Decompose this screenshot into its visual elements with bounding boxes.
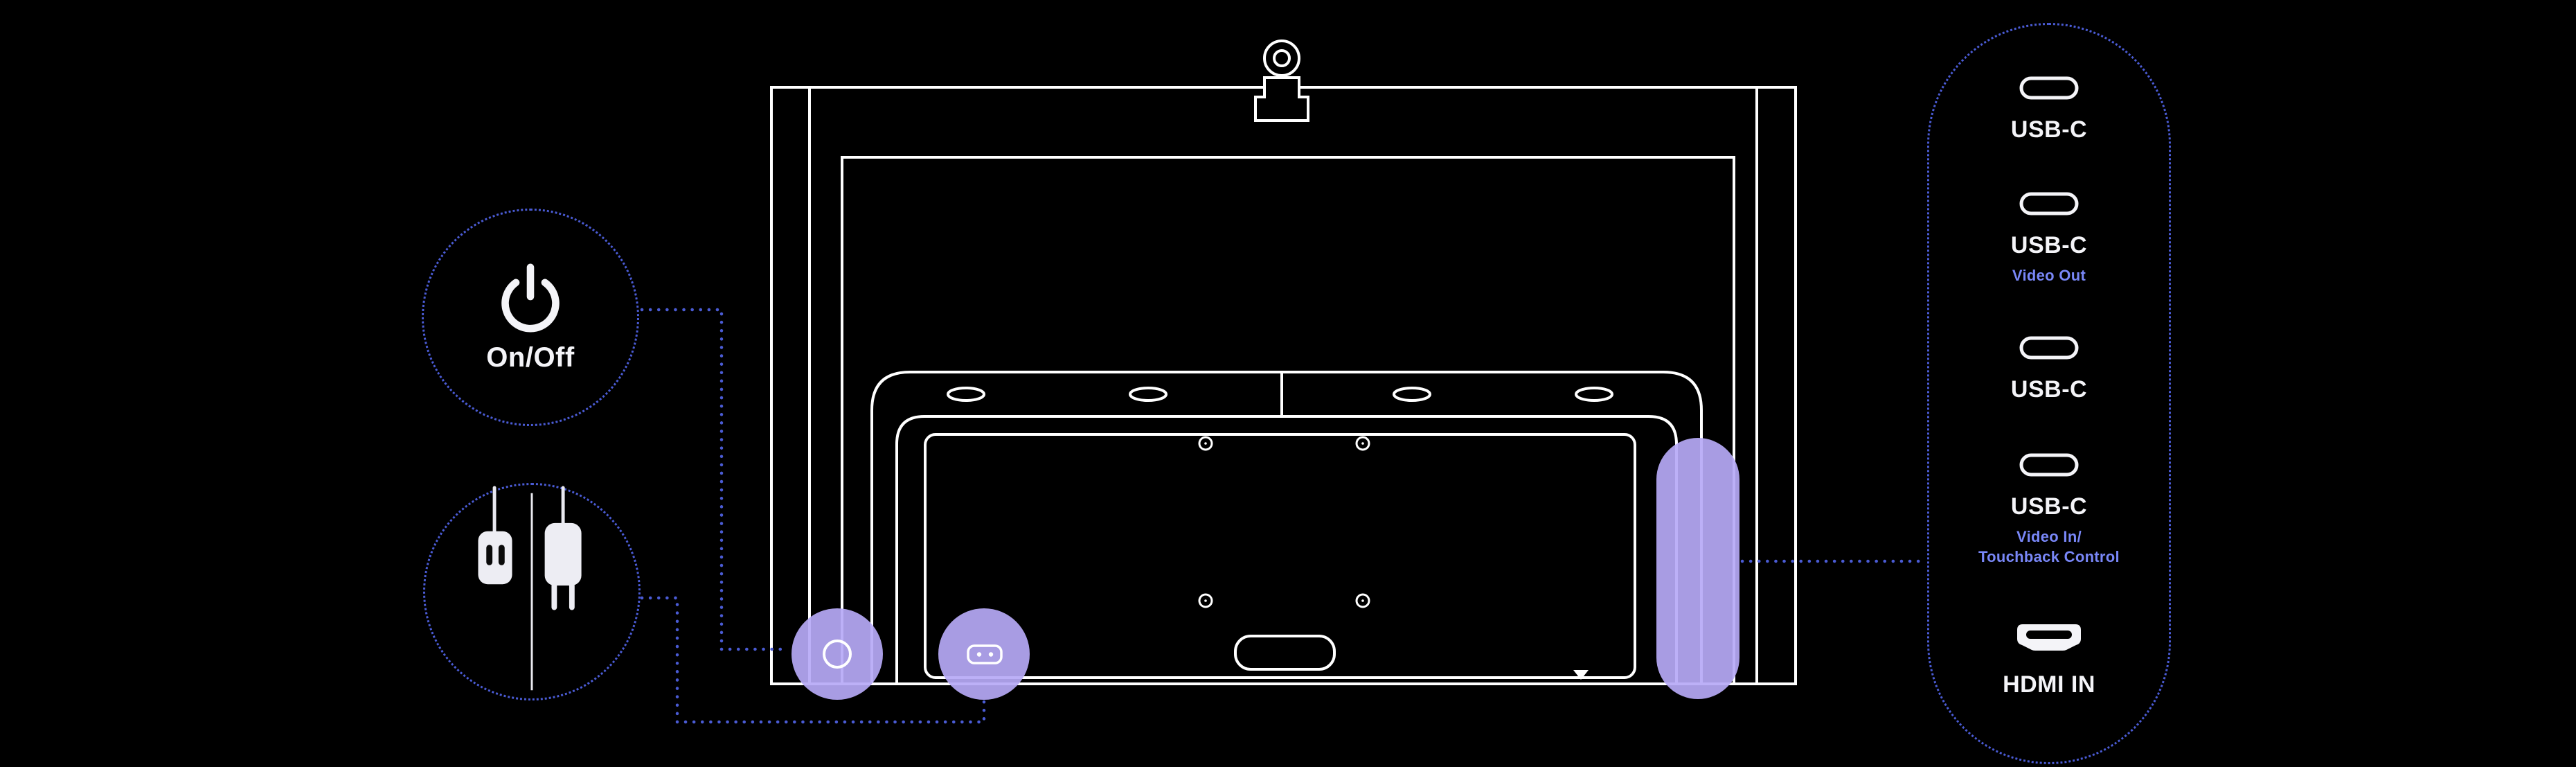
port-label: USB-C bbox=[2010, 232, 2088, 258]
port-sublabel: Video In/ Touchback Control bbox=[1978, 528, 2120, 565]
usb-c-port-icon bbox=[1929, 76, 2169, 100]
usb-c-port-icon bbox=[1929, 453, 2169, 477]
camera-icon bbox=[1254, 39, 1309, 122]
cable-connector-line bbox=[640, 596, 986, 724]
mounting-slots bbox=[947, 387, 1613, 402]
power-label: On/Off bbox=[486, 342, 575, 373]
port-label: USB-C bbox=[2010, 116, 2088, 143]
port-item-usb-c-2: USB-C Video Out bbox=[1929, 192, 2169, 286]
port-label: USB-C bbox=[2010, 376, 2088, 403]
rear-port-highlight bbox=[938, 608, 1030, 700]
coupler-plug-icon bbox=[478, 486, 512, 585]
power-callout: On/Off bbox=[422, 209, 639, 426]
usb-c-port-icon bbox=[1929, 192, 2169, 215]
port-item-hdmi: HDMI IN bbox=[1929, 621, 2169, 698]
power-cables-icon bbox=[478, 486, 582, 691]
port-item-usb-c-4: USB-C Video In/ Touchback Control bbox=[1929, 453, 2169, 567]
power-icon bbox=[501, 263, 560, 332]
port-item-usb-c-3: USB-C bbox=[1929, 336, 2169, 403]
power-button-highlight bbox=[791, 608, 883, 700]
hdmi-port-icon bbox=[1929, 621, 2169, 655]
power-connector-line bbox=[640, 308, 783, 651]
arrow-marker bbox=[1573, 670, 1589, 680]
cable-callout bbox=[423, 483, 641, 700]
wall-plug-icon bbox=[544, 486, 582, 610]
port-sublabel: Video Out bbox=[2012, 267, 2086, 284]
screw-holes bbox=[1198, 436, 1370, 608]
display-outline bbox=[770, 86, 1797, 685]
port-label: HDMI IN bbox=[2003, 671, 2095, 698]
side-ports-highlight bbox=[1656, 438, 1739, 699]
ports-panel: USB-C USB-C Video Out USB-C USB-C Video … bbox=[1927, 23, 2171, 764]
power-button-icon bbox=[823, 640, 852, 669]
highlights bbox=[791, 438, 1739, 700]
small-port-icon bbox=[967, 644, 1003, 664]
usb-c-port-icon bbox=[1929, 336, 2169, 360]
port-item-usb-c-1: USB-C bbox=[1929, 76, 2169, 143]
connector-lines bbox=[640, 308, 1926, 724]
connector-slot bbox=[1234, 635, 1336, 671]
port-label: USB-C bbox=[2010, 493, 2088, 520]
